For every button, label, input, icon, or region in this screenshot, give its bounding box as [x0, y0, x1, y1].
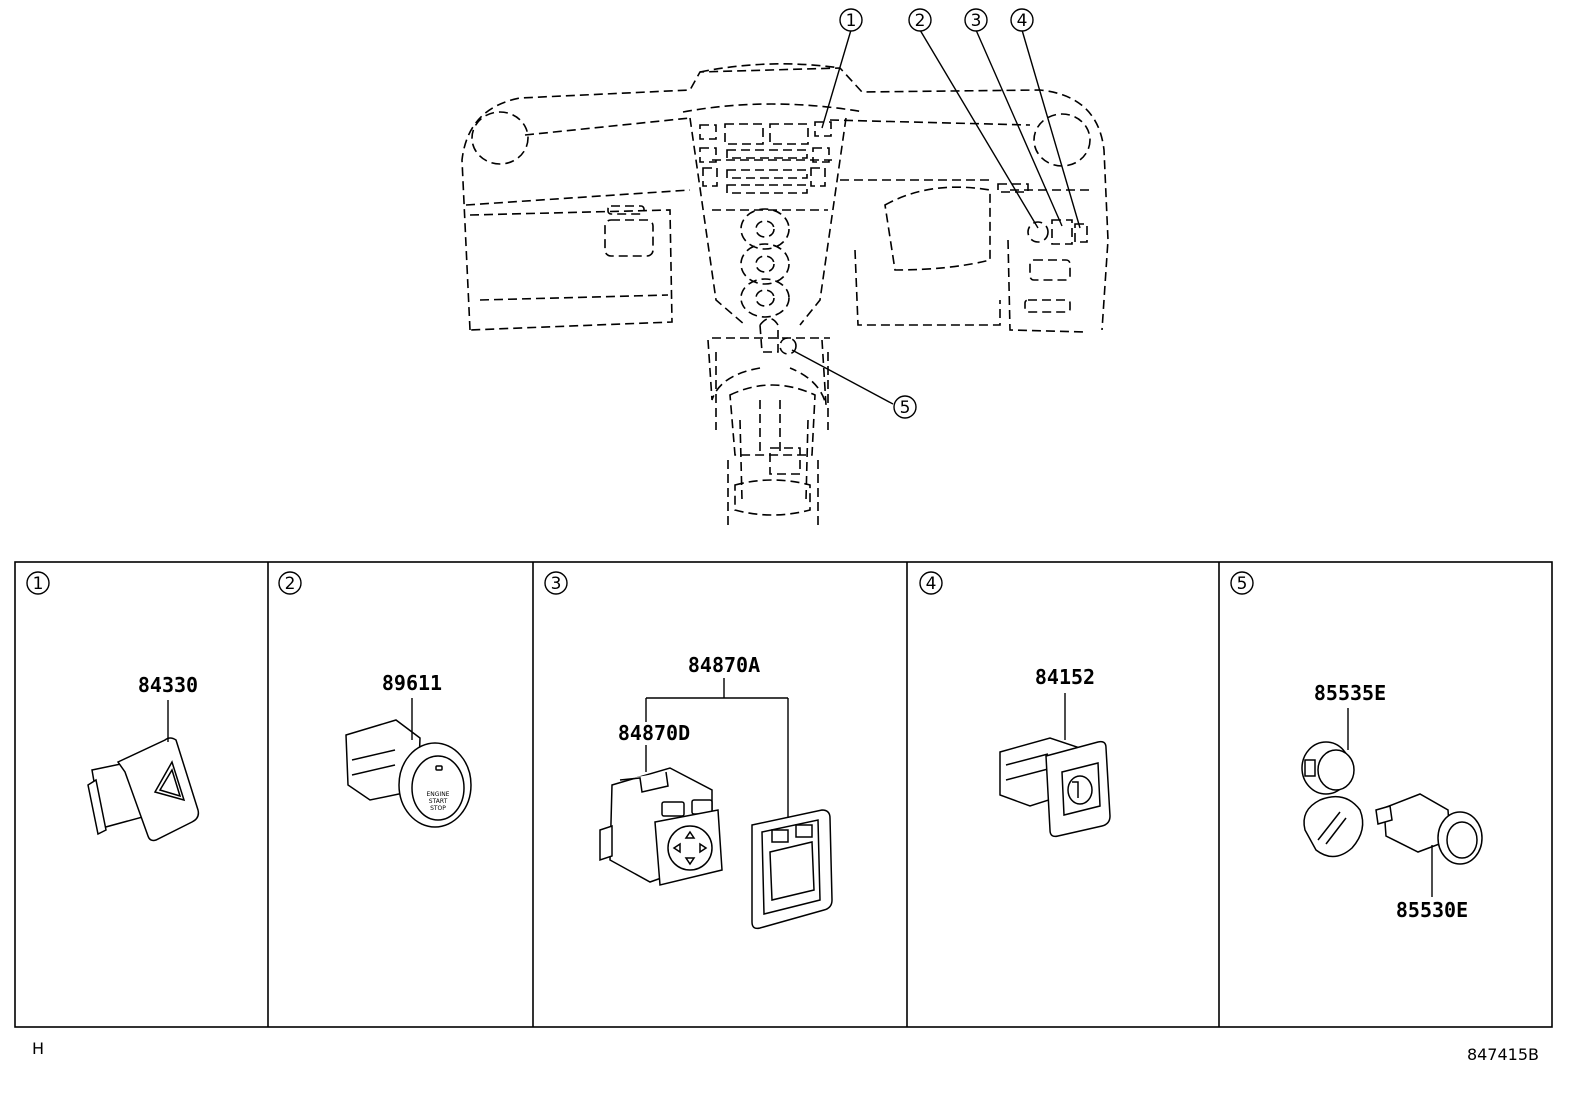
start-button-text-1: ENGINE [427, 791, 450, 798]
callout-5-label: 5 [900, 398, 911, 418]
mirror-switch-icon [599, 767, 723, 886]
power-outlet-plug-icon [1375, 793, 1483, 865]
callout-2: 2 [908, 8, 932, 32]
mirror-switch-bezel-icon [751, 809, 833, 930]
part-number-85535E: 85535E [1314, 681, 1386, 705]
dashboard-overview [461, 63, 1109, 530]
part-number-85530E: 85530E [1396, 898, 1468, 922]
part-number-84870A: 84870A [688, 653, 760, 677]
panel-index-1: 1 [26, 571, 50, 595]
start-button-text-2: START [429, 798, 448, 805]
panel-4-index: 4 [926, 574, 937, 594]
diagram-reference-number: 847415B [1467, 1045, 1539, 1064]
callout-4-label: 4 [1017, 11, 1028, 31]
callout-3: 3 [964, 8, 988, 32]
panel-frame [14, 561, 1553, 1028]
callout-1: 1 [839, 8, 863, 32]
callout-5: 5 [893, 395, 917, 419]
callout-1-label: 1 [846, 11, 857, 31]
footer-left-code: H [32, 1039, 44, 1058]
headlamp-leveling-switch-icon [999, 737, 1111, 838]
panel-index-2: 2 [278, 571, 302, 595]
panel-index-4: 4 [919, 571, 943, 595]
callout-3-label: 3 [971, 11, 982, 31]
panel-2-index: 2 [285, 574, 296, 594]
panel-3-index: 3 [551, 574, 562, 594]
callout-2-label: 2 [915, 11, 926, 31]
part-number-89611: 89611 [382, 671, 442, 695]
part-84870A-bracket [645, 678, 789, 818]
panel-5-index: 5 [1237, 574, 1248, 594]
engine-start-button-icon [345, 719, 472, 828]
start-button-text-3: STOP [430, 805, 446, 812]
callout-4: 4 [1010, 8, 1034, 32]
panel-index-5: 5 [1230, 571, 1254, 595]
hazard-switch-icon [87, 737, 200, 842]
panel-1-index: 1 [33, 574, 44, 594]
part-number-84152: 84152 [1035, 665, 1095, 689]
part-number-84870D: 84870D [618, 721, 690, 745]
part-number-84330: 84330 [138, 673, 198, 697]
panel-index-3: 3 [544, 571, 568, 595]
power-outlet-socket-icon [1301, 741, 1364, 858]
callout-leaders [791, 29, 1081, 405]
